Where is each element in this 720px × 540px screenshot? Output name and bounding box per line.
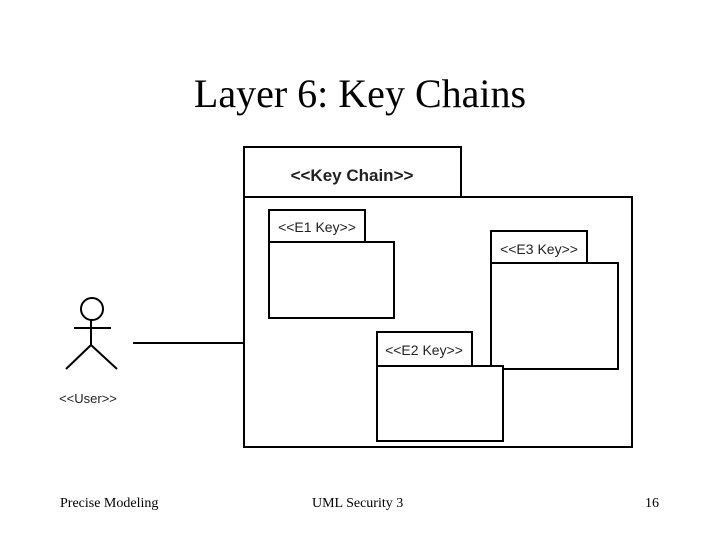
footer-left: Precise Modeling xyxy=(60,496,159,511)
page-number: 16 xyxy=(645,496,659,511)
key-chain-tab xyxy=(243,146,462,198)
e2-key-body xyxy=(376,365,504,442)
slide-title: Layer 6: Key Chains xyxy=(193,71,527,116)
actor-user-icon xyxy=(65,297,118,370)
key-chain-label: <<Key Chain>> xyxy=(291,166,414,185)
footer-center: UML Security 3 xyxy=(312,496,404,511)
e1-key-label: <<E1 Key>> xyxy=(278,219,356,235)
e1-key-body xyxy=(268,241,395,319)
e1-key-tab xyxy=(268,209,366,243)
e2-key-label: <<E2 Key>> xyxy=(385,342,463,358)
e3-key-body xyxy=(490,262,619,370)
e3-key-label: <<E3 Key>> xyxy=(500,241,578,257)
actor-label: <<User>> xyxy=(59,391,117,406)
